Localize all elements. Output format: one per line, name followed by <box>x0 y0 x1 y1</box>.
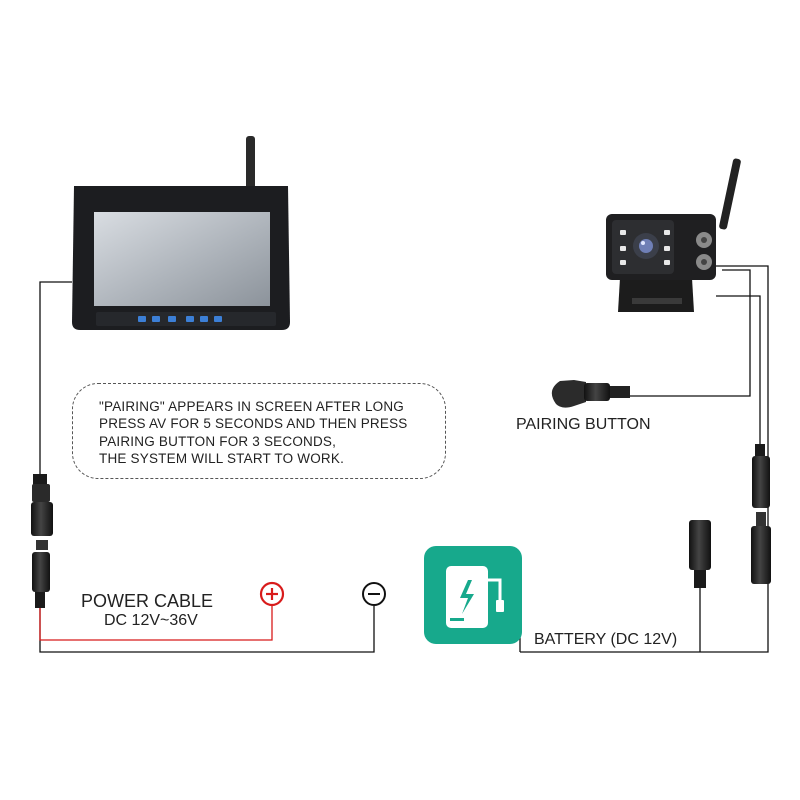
dc-connector-left <box>31 474 53 608</box>
monitor-icon <box>72 136 290 330</box>
instruction-line: PRESS AV FOR 5 SECONDS AND THEN PRESS <box>99 416 408 431</box>
pairing-button-label: PAIRING BUTTON <box>516 416 651 433</box>
instruction-line: PAIRING BUTTON FOR 3 SECONDS, <box>99 434 337 449</box>
plus-icon <box>259 581 285 607</box>
instruction-line: "PAIRING" APPEARS IN SCREEN AFTER LONG <box>99 399 405 414</box>
pairing-button-icon <box>551 380 630 408</box>
battery-icon <box>424 546 522 644</box>
dc-connector-right <box>689 444 771 588</box>
power-cable-label: POWER CABLE <box>81 591 214 611</box>
voltage-label: DC 12V~36V <box>104 612 198 629</box>
pairing-instructions-box: "PAIRING" APPEARS IN SCREEN AFTER LONG P… <box>72 383 446 479</box>
instruction-line: THE SYSTEM WILL START TO WORK. <box>99 451 345 466</box>
battery-label: BATTERY (DC 12V) <box>534 631 678 648</box>
camera-icon <box>606 158 741 312</box>
minus-icon <box>362 582 386 606</box>
